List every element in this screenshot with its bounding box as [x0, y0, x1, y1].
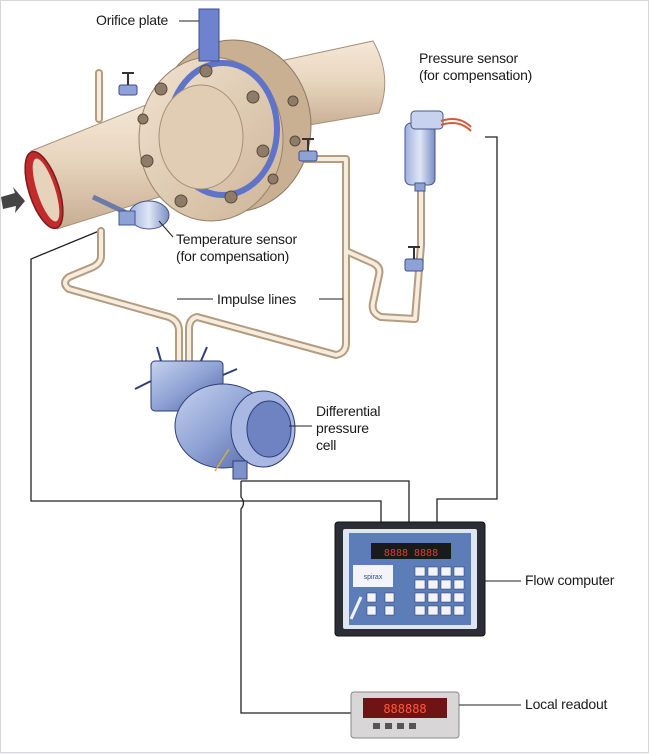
- valve-icon: [298, 138, 318, 162]
- flow-direction-arrow-icon: [1, 187, 25, 213]
- label-flow-computer: Flow computer: [525, 572, 615, 588]
- flange-bolts: [137, 64, 301, 208]
- orifice-plate-tab: [198, 8, 220, 62]
- keypad-icon: [414, 566, 465, 616]
- pressure-wire: [436, 136, 498, 523]
- svg-text:spirax: spirax: [364, 574, 383, 581]
- local-readout: 888888: [350, 691, 460, 739]
- dp-cell: [134, 346, 296, 480]
- label-temperature-sensor: Temperature sensor (for compensation): [176, 231, 297, 264]
- dp-cell-wire: [241, 480, 410, 523]
- svg-text:888888: 888888: [383, 702, 426, 716]
- flow-computer: 8888 8888 spirax: [334, 521, 486, 637]
- impulse-tubing: [61, 69, 425, 367]
- signal-wires: [30, 136, 498, 714]
- temperature-wire: [30, 230, 382, 523]
- valve-icon: [404, 246, 424, 272]
- leader-lines: [158, 20, 521, 706]
- label-pressure-sensor: Pressure sensor (for compensation): [419, 50, 533, 83]
- label-local-readout: Local readout: [525, 696, 608, 712]
- label-orifice-plate: Orifice plate: [96, 12, 169, 28]
- readout-wire: [240, 481, 351, 714]
- pressure-sensor: [404, 110, 472, 192]
- orifice-flange: [137, 8, 312, 222]
- temperature-sensor: [91, 194, 170, 230]
- manifold-valves: [134, 346, 238, 390]
- label-dp-cell: Differential pressure cell: [316, 403, 381, 453]
- svg-text:8888 8888: 8888 8888: [384, 548, 438, 559]
- label-impulse-lines: Impulse lines: [217, 291, 297, 307]
- valve-icon: [118, 72, 138, 96]
- tap-valves: [118, 72, 424, 272]
